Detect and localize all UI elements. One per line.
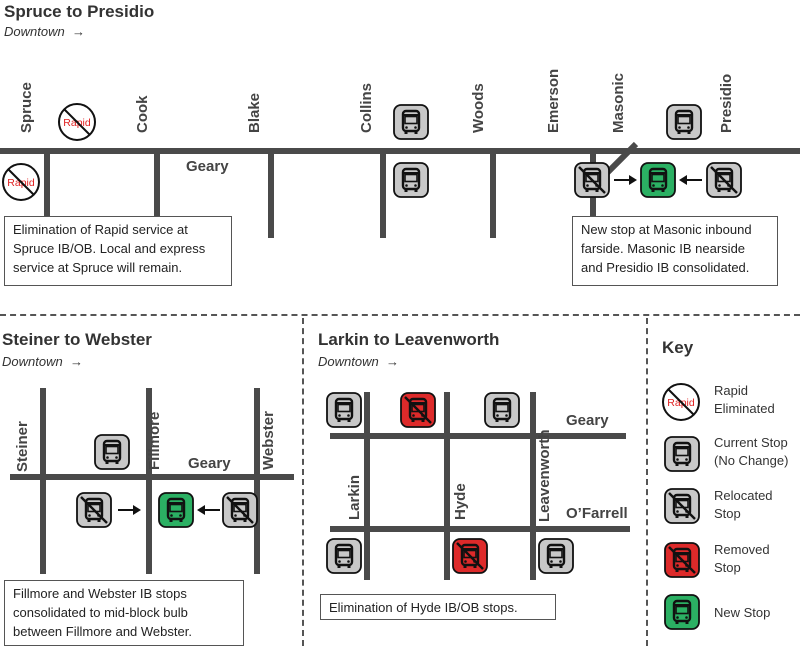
note-masonic: New stop at Masonic inbound farside. Mas… xyxy=(572,216,778,286)
note-spruce: Elimination of Rapid service at Spruce I… xyxy=(4,216,232,286)
section2-direction: Downtown → xyxy=(2,354,83,369)
section3-direction: Downtown → xyxy=(318,354,399,369)
street-label-woods: Woods xyxy=(470,83,487,133)
bus-current-icon xyxy=(94,434,130,470)
road-cook xyxy=(154,148,160,220)
road-webster xyxy=(254,388,260,574)
road-hyde xyxy=(444,392,450,580)
street-label-collins: Collins xyxy=(358,82,375,133)
road-masonic-diagonal xyxy=(603,141,639,177)
bus-removed-icon xyxy=(664,542,700,578)
section2-title: Steiner to Webster xyxy=(2,330,152,349)
arrow-right-icon: → xyxy=(68,24,85,39)
key-label-new: New Stop xyxy=(714,605,771,620)
section1-title: Spruce to Presidio xyxy=(4,2,155,21)
arrow-right-icon: → xyxy=(66,354,83,369)
key-label-rapid: Rapid Eliminated xyxy=(714,383,775,416)
note-fillmore-webster: Fillmore and Webster IB stops consolidat… xyxy=(4,580,244,646)
arrow-right-icon xyxy=(118,505,141,515)
street-label-webster: Webster xyxy=(260,411,277,470)
street-label-geary: Geary xyxy=(566,412,609,429)
rapid-eliminated-icon: Rapid xyxy=(1,162,41,202)
street-label-geary: Geary xyxy=(188,455,231,472)
section-divider xyxy=(646,318,648,646)
arrow-left-icon xyxy=(197,505,220,515)
arrow-right-icon: → xyxy=(382,354,399,369)
section-divider xyxy=(302,318,304,646)
bus-current-icon xyxy=(538,538,574,574)
bus-current-icon xyxy=(326,392,362,428)
direction-label: Downtown xyxy=(318,354,379,369)
road-leavenworth xyxy=(530,392,536,580)
section-divider xyxy=(0,314,800,316)
key-label-current: Current Stop (No Change) xyxy=(714,435,789,468)
bus-relocated-icon xyxy=(222,492,258,528)
bus-relocated-icon xyxy=(706,162,742,198)
road-woods xyxy=(490,148,496,238)
bus-current-icon xyxy=(664,436,700,472)
direction-label: Downtown xyxy=(2,354,63,369)
direction-label: Downtown xyxy=(4,24,65,39)
bus-current-icon xyxy=(393,104,429,140)
bus-relocated-icon xyxy=(76,492,112,528)
section1-direction: Downtown → xyxy=(4,24,85,39)
road-collins xyxy=(380,148,386,238)
street-label-fillmore: Fillmore xyxy=(146,411,163,470)
street-label-cook: Cook xyxy=(134,95,151,134)
road-blake xyxy=(268,148,274,238)
note-hyde: Elimination of Hyde IB/OB stops. xyxy=(320,594,556,620)
street-label-steiner: Steiner xyxy=(14,421,31,472)
street-label-spruce: Spruce xyxy=(18,82,35,133)
street-label-ofarrell: O’Farrell xyxy=(566,505,628,522)
bus-removed-icon xyxy=(400,392,436,428)
geary-road xyxy=(10,474,294,480)
rapid-eliminated-icon: Rapid xyxy=(57,102,97,142)
street-label-geary: Geary xyxy=(186,158,229,175)
bus-current-icon xyxy=(484,392,520,428)
bus-current-icon xyxy=(393,162,429,198)
bus-new-icon xyxy=(664,594,700,630)
bus-current-icon xyxy=(666,104,702,140)
street-label-emerson: Emerson xyxy=(545,68,562,133)
ofarrell-road xyxy=(330,526,630,532)
bus-current-icon xyxy=(326,538,362,574)
rapid-eliminated-icon: Rapid xyxy=(661,382,701,422)
road-steiner xyxy=(40,388,46,574)
bus-relocated-icon xyxy=(574,162,610,198)
key-label-relocated: Relocated Stop xyxy=(714,488,773,521)
geary-road xyxy=(330,433,626,439)
bus-removed-icon xyxy=(452,538,488,574)
bus-new-icon xyxy=(158,492,194,528)
key-title: Key xyxy=(662,338,694,357)
arrow-left-icon xyxy=(679,175,702,185)
road-spruce xyxy=(44,148,50,220)
key-label-removed: Removed Stop xyxy=(714,542,770,575)
street-label-leavenworth: Leavenworth xyxy=(536,429,553,522)
street-label-blake: Blake xyxy=(246,92,263,133)
section3-title: Larkin to Leavenworth xyxy=(318,330,500,349)
road-fillmore xyxy=(146,388,152,574)
geary-road xyxy=(0,148,800,154)
bus-new-icon xyxy=(640,162,676,198)
street-label-larkin: Larkin xyxy=(346,474,363,520)
arrow-right-icon xyxy=(614,175,637,185)
bus-relocated-icon xyxy=(664,488,700,524)
street-label-presidio: Presidio xyxy=(718,73,735,133)
street-label-masonic: Masonic xyxy=(610,72,627,133)
road-larkin xyxy=(364,392,370,580)
street-label-hyde: Hyde xyxy=(452,483,469,520)
